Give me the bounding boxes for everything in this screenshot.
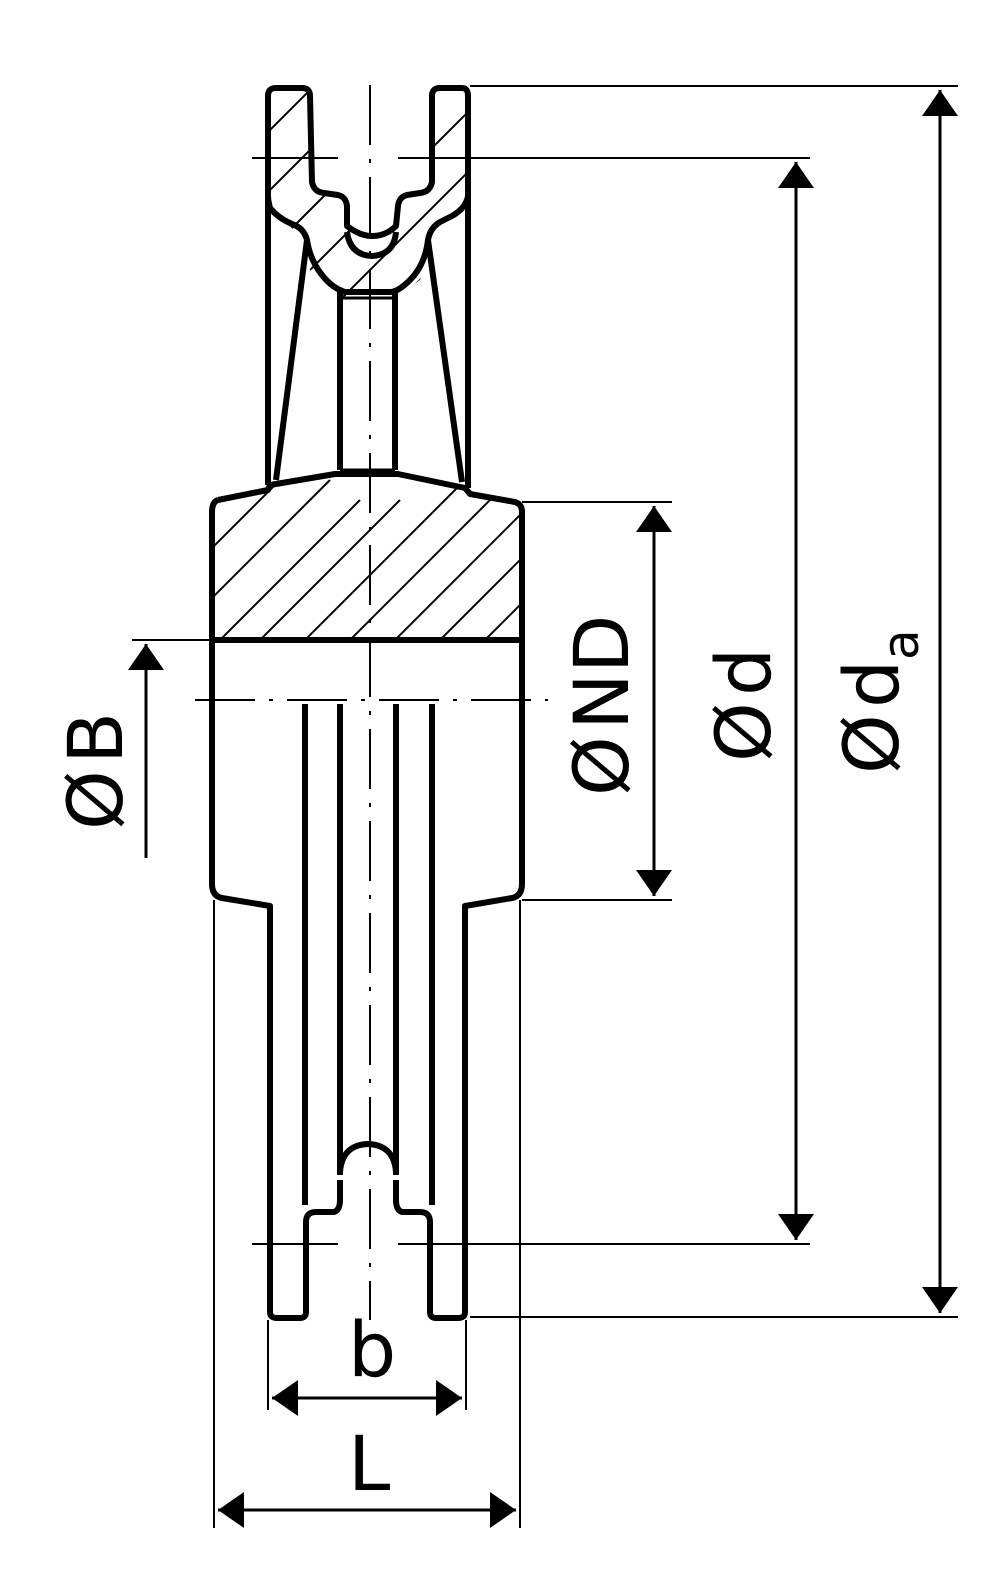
web-upper-left: [265, 196, 310, 485]
inner-bore-lower: [302, 704, 435, 1205]
label-diameter-symbol-d: Ø: [699, 702, 788, 762]
rim-outline-upper: [265, 85, 471, 295]
hub-outline-left: [209, 497, 343, 1321]
label-b-bore: B: [51, 712, 140, 764]
label-l-length: L: [348, 1419, 390, 1508]
label-diameter-symbol-b: Ø: [51, 770, 140, 830]
inner-tube-upper: [337, 292, 398, 470]
label-d: d: [699, 648, 788, 696]
label-diameter-symbol-da: Ø: [827, 714, 916, 774]
label-nd: ND: [557, 615, 646, 730]
label-da: d: [827, 660, 916, 708]
hub-outline: [217, 471, 525, 1321]
groove-top: [344, 231, 399, 260]
hub-hatching: [212, 475, 520, 640]
groove-bottom: [337, 1140, 399, 1173]
label-da-subscript: a: [872, 629, 930, 660]
web-upper-right: [425, 196, 471, 488]
label-diameter-symbol-nd: Ø: [557, 736, 646, 796]
label-b-width: b: [348, 1305, 396, 1394]
